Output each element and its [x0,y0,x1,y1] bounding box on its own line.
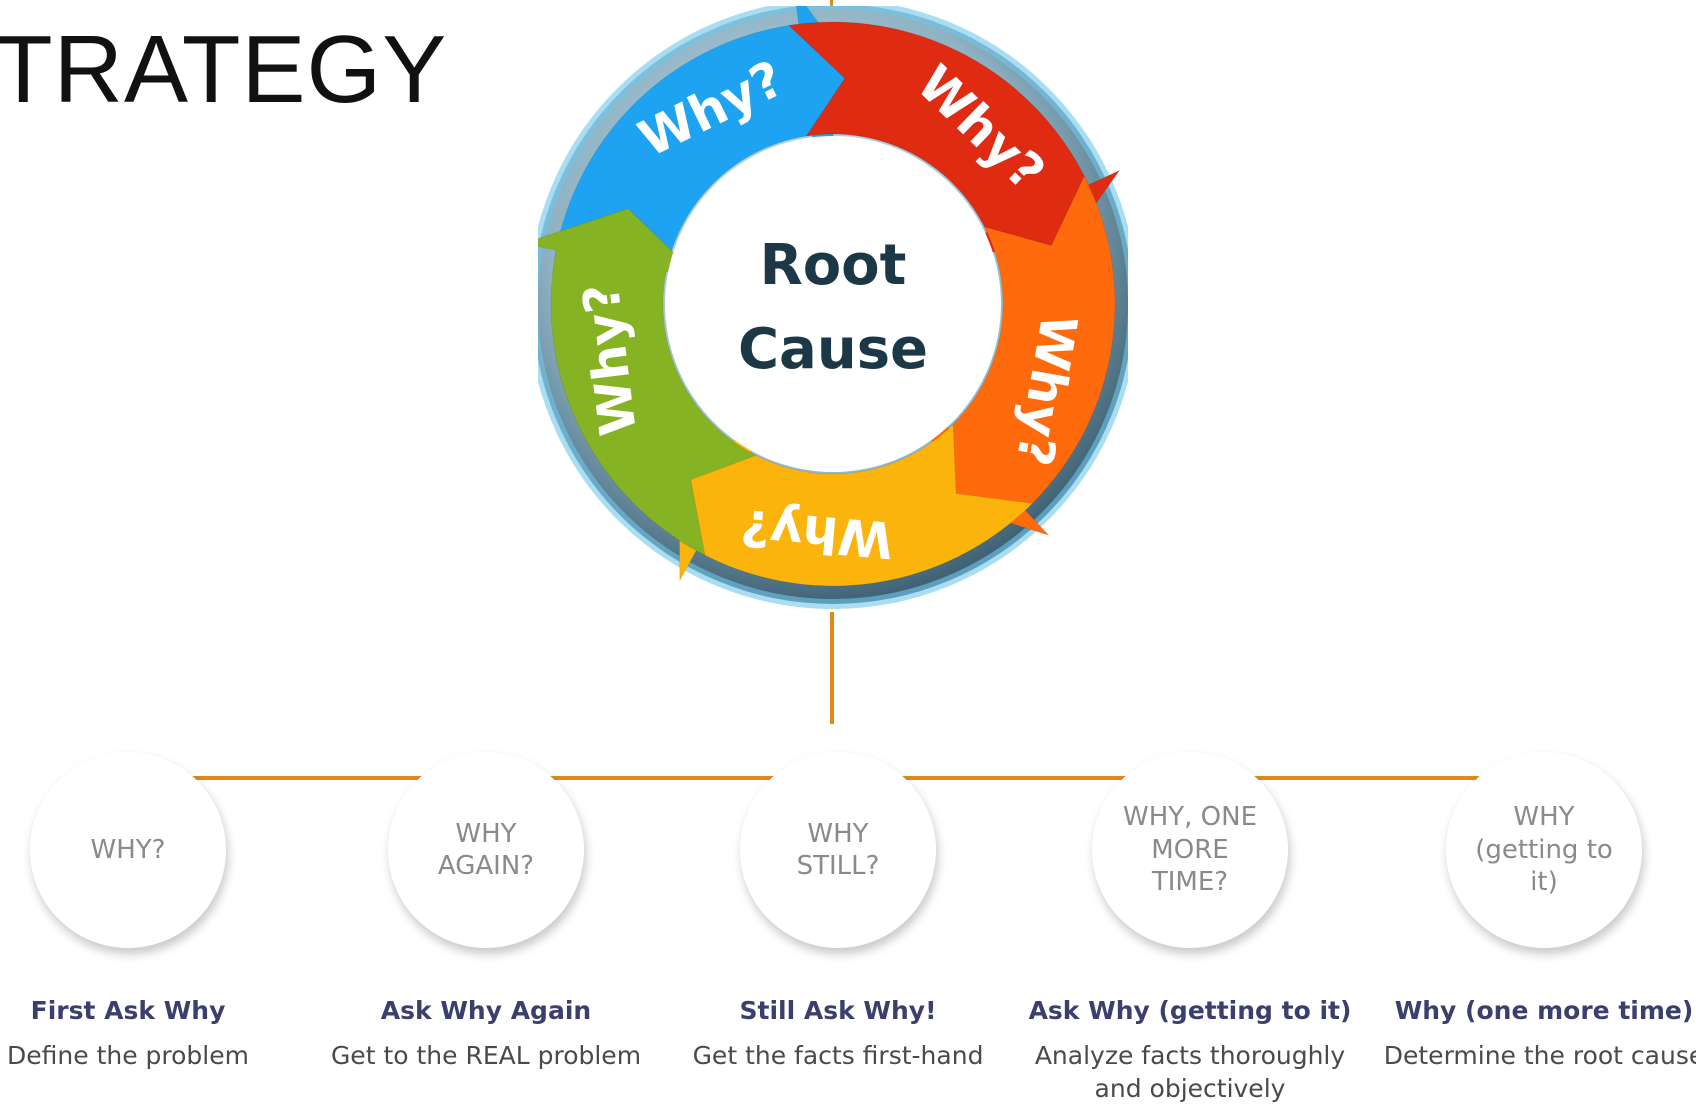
step-circle-label: WHY, ONE MORE TIME? [1122,802,1257,898]
step-circle-3: WHY STILL? [740,752,936,948]
step-circle-label: WHY AGAIN? [437,818,535,882]
connector-vertical [830,612,834,724]
wheel-center [665,136,1001,472]
step-title-1: First Ask Why [30,996,226,1025]
wheel-rim-highlight [538,6,1128,609]
why-arrow-3 [924,174,1116,537]
step-description-4: Analyze facts thoroughly and objectively [1034,1041,1346,1103]
step-circle-5: WHY (getting to it) [1446,752,1642,948]
step-title-5: Why (one more time) [1394,996,1694,1025]
center-text-line-1: Root [760,233,907,298]
step-title-4: Ask Why (getting to it) [1028,996,1352,1025]
why-arrows: Why?Why?Why?Why?Why? [538,6,1121,587]
why-arrow-label-4: Why? [739,498,896,569]
center-text-line-2: Cause [738,317,928,382]
step-circle-4: WHY, ONE MORE TIME? [1092,752,1288,948]
step-description-3: Get the facts first-hand [692,1041,984,1070]
step-circle-label: WHY? [90,834,166,865]
slide-title: TRATEGY [0,16,448,123]
step-description-1: Define the problem [7,1041,249,1070]
step-title-3: Still Ask Why! [739,996,937,1025]
step-circle-label: WHY (getting to it) [1475,802,1613,898]
why-arrow-5 [538,207,758,557]
step-description-2: Get to the REAL problem [330,1041,642,1070]
step-description-5: Determine the root cause [1383,1041,1696,1070]
step-circle-label: WHY STILL? [796,818,880,882]
step-circle-2: WHY AGAIN? [388,752,584,948]
step-circle-1: WHY? [30,752,226,948]
step-title-2: Ask Why Again [380,996,592,1025]
root-cause-wheel: Why?Why?Why?Why?Why? Root Cause [538,6,1128,609]
